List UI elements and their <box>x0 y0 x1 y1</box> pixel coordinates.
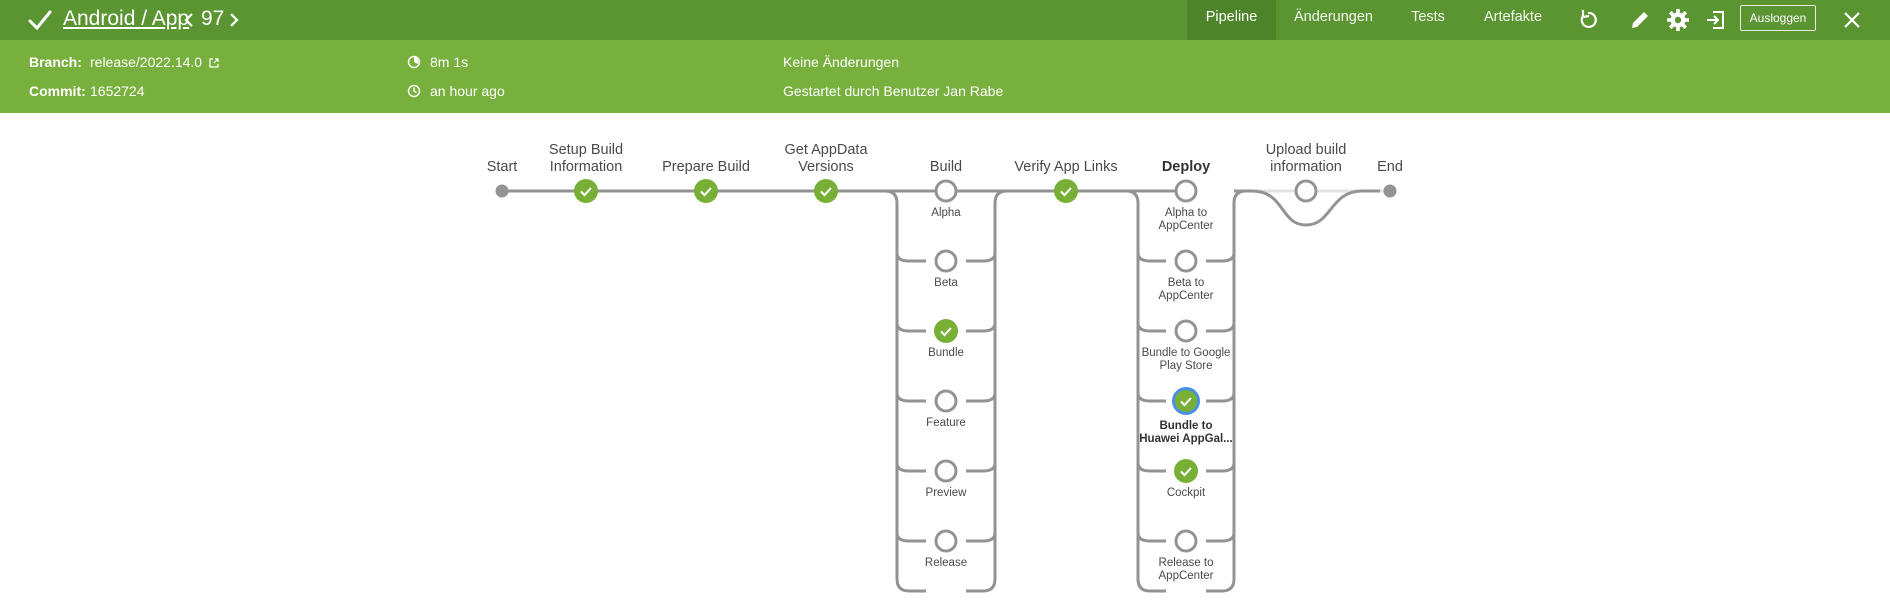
not-built-icon <box>1174 319 1198 343</box>
success-check-icon <box>1172 387 1200 415</box>
not-built-icon <box>934 389 958 413</box>
stage-label-prepare: Prepare Build <box>662 159 750 175</box>
branch-node-alpha-appcenter[interactable] <box>1174 179 1198 203</box>
commit-label: Commit: <box>29 83 86 99</box>
open-classic-icon[interactable] <box>1703 7 1729 33</box>
branch-node-release[interactable] <box>934 529 958 553</box>
check-icon <box>28 10 52 31</box>
chevron-left-icon[interactable] <box>183 10 195 30</box>
branch-label-preview: Preview <box>925 487 967 499</box>
branch-node-beta[interactable] <box>934 249 958 273</box>
branch-node-beta-appcenter[interactable] <box>1174 249 1198 273</box>
branch-label-alpha: Alpha <box>931 207 961 219</box>
duration-value: 8m 1s <box>430 54 469 70</box>
close-icon[interactable] <box>1839 7 1865 33</box>
success-check-icon <box>1174 459 1198 483</box>
branch-label: Branch: <box>29 54 82 70</box>
branch-label-bundle: Bundle <box>928 347 964 359</box>
not-built-icon <box>934 179 958 203</box>
pipeline-title-link[interactable]: Android / App <box>63 7 190 30</box>
branch-node-bundle-huawei[interactable] <box>1172 387 1200 415</box>
branch-label-beta: Beta <box>934 277 958 289</box>
start-node <box>495 184 509 198</box>
not-built-icon <box>1294 179 1318 203</box>
not-built-icon <box>934 249 958 273</box>
changes-summary: Keine Änderungen <box>783 54 899 70</box>
clock-icon <box>407 84 421 98</box>
stage-node-prepare[interactable] <box>694 179 718 203</box>
tab-changes[interactable]: Änderungen <box>1293 9 1373 25</box>
stage-label-verify: Verify App Links <box>1014 159 1118 175</box>
stage-label-build: Build <box>929 159 963 175</box>
commit-value: 1652724 <box>90 83 145 99</box>
branch-node-alpha[interactable] <box>934 179 958 203</box>
branch-node-release-appcenter[interactable] <box>1174 529 1198 553</box>
logout-button[interactable]: Ausloggen <box>1740 5 1816 31</box>
branch-node-cockpit[interactable] <box>1174 459 1198 483</box>
run-info-bar: Branch: release/2022.14.0 Commit: 165272… <box>0 40 1890 113</box>
success-check-icon <box>814 179 838 203</box>
branch-value: release/2022.14.0 <box>90 54 203 70</box>
pipeline-connectors <box>502 189 1392 593</box>
end-node <box>1383 184 1397 198</box>
branch-label-feature: Feature <box>926 417 966 429</box>
chevron-right-icon[interactable] <box>228 10 240 30</box>
branch-label-cockpit: Cockpit <box>1166 487 1206 499</box>
branch-node-bundle[interactable] <box>934 319 958 343</box>
success-check-icon <box>1054 179 1078 203</box>
top-bar: Android / App 97 Pipeline Änderungen Tes… <box>0 0 1890 40</box>
success-check-icon <box>934 319 958 343</box>
stage-label-deploy: Deploy <box>1161 159 1211 175</box>
not-built-icon <box>1174 179 1198 203</box>
tab-artifacts[interactable]: Artefakte <box>1483 9 1543 25</box>
not-built-icon <box>1174 249 1198 273</box>
tab-pipeline[interactable]: Pipeline <box>1187 0 1276 40</box>
not-built-icon <box>934 459 958 483</box>
run-number: 97 <box>201 7 225 30</box>
start-label: Start <box>486 159 518 175</box>
branch-label-release: Release <box>924 557 968 569</box>
tab-tests[interactable]: Tests <box>1411 9 1445 25</box>
started-by: Gestartet durch Benutzer Jan Rabe <box>783 83 1004 99</box>
end-label: End <box>1377 159 1403 175</box>
stage-node-verify[interactable] <box>1054 179 1078 203</box>
pipeline-graph <box>502 189 1392 593</box>
branch-node-feature[interactable] <box>934 389 958 413</box>
success-check-icon <box>694 179 718 203</box>
edit-pencil-icon[interactable] <box>1627 7 1653 33</box>
stage-node-appdata[interactable] <box>814 179 838 203</box>
stage-node-upload[interactable] <box>1294 179 1318 203</box>
settings-gear-icon[interactable] <box>1665 7 1691 33</box>
success-check-icon <box>574 179 598 203</box>
duration-icon <box>407 55 421 69</box>
external-link-icon[interactable] <box>208 57 220 69</box>
rerun-icon[interactable] <box>1575 7 1601 33</box>
branch-node-bundle-play-store[interactable] <box>1174 319 1198 343</box>
stage-node-setup[interactable] <box>574 179 598 203</box>
started-time: an hour ago <box>430 83 505 99</box>
not-built-icon <box>934 529 958 553</box>
branch-node-preview[interactable] <box>934 459 958 483</box>
not-built-icon <box>1174 529 1198 553</box>
